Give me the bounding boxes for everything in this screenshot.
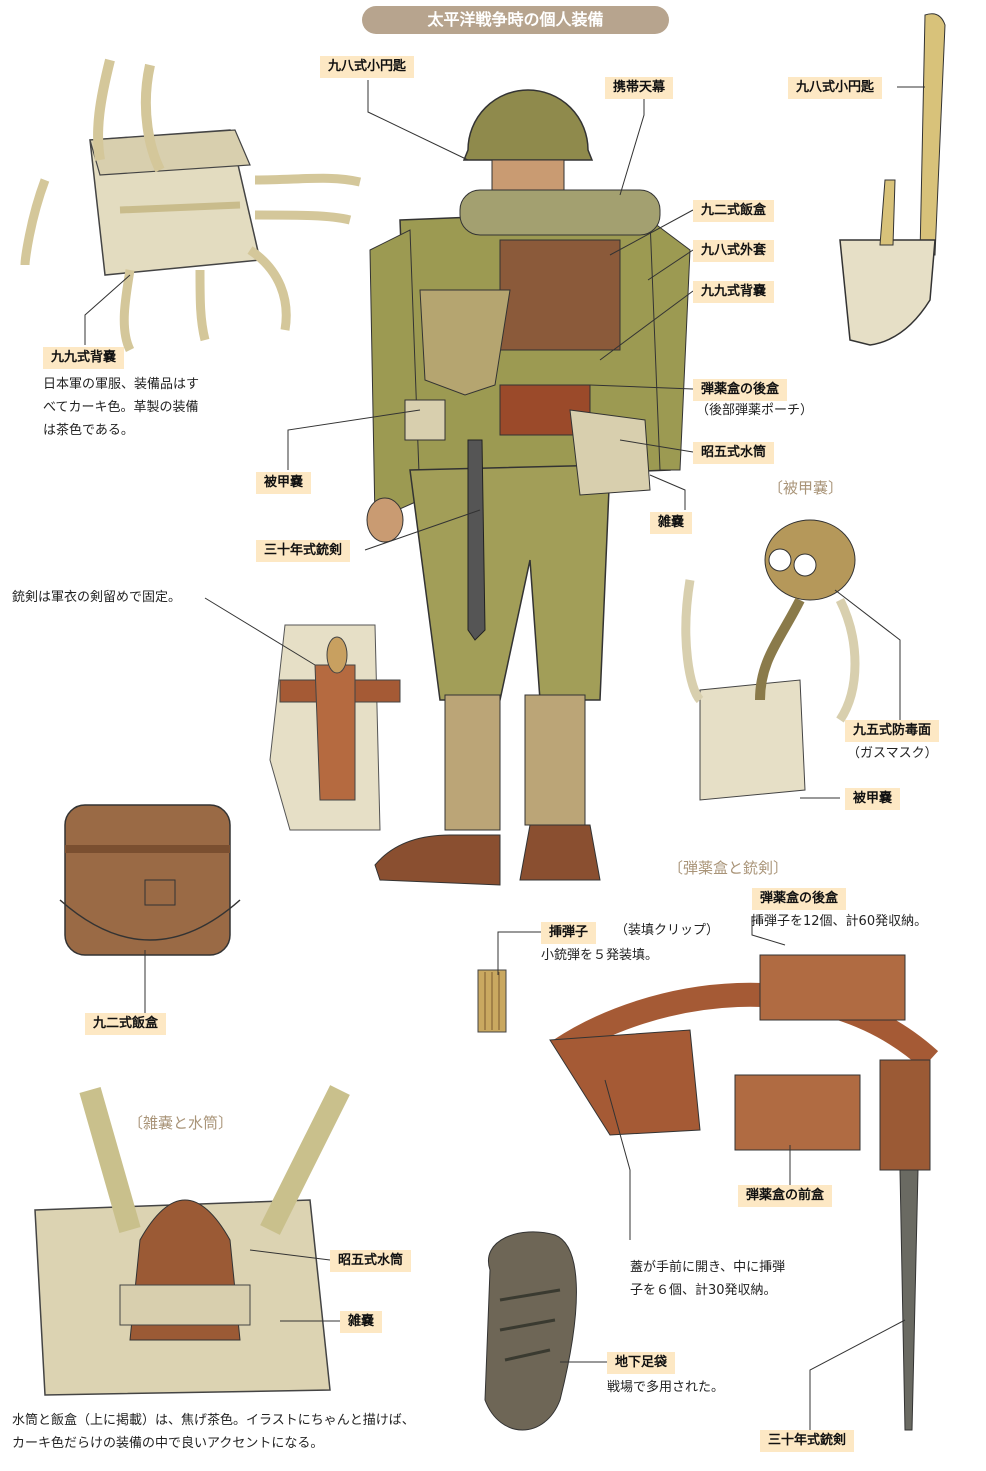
label-shovel-right: 九八式小円匙	[788, 77, 883, 99]
ammo-belt-illustration	[549, 954, 939, 1431]
label-rear-ammo-pouch: 弾薬盒の後盒	[693, 379, 788, 401]
note-front-ammo-line2: 子を６個、計30発収納。	[630, 1283, 777, 1298]
label-rear-ammo-sub: （後部弾薬ポーチ）	[696, 403, 814, 418]
haversack-illustration	[34, 1085, 350, 1396]
label-tabi: 地下足袋	[607, 1352, 676, 1374]
leader-lines	[84, 80, 925, 1430]
label-shovel-top: 九八式小円匙	[320, 56, 415, 78]
gasmask-illustration	[681, 519, 860, 801]
label-bayonet-top: 三十年式銃剣	[256, 540, 351, 562]
section-gas-bag: 〔被甲嚢〕	[768, 479, 844, 497]
label-mess-tin-top: 九二式飯盒	[693, 200, 775, 222]
tabi-illustration	[484, 1231, 577, 1431]
shovel-illustration	[839, 13, 946, 346]
label-clip-sub: （装填クリップ）	[615, 923, 720, 938]
bayonet-frog-illustration	[269, 624, 401, 831]
label-clip: 挿弾子	[541, 922, 597, 944]
label-backpack-center: 九九式背嚢	[693, 281, 775, 303]
section-ammo-bayonet: 〔弾薬盒と銃剣〕	[668, 859, 789, 877]
label-haversack-bottom: 雑嚢	[340, 1311, 383, 1333]
note-bottom-line1: 水筒と飯盒（上に掲載）は、焦げ茶色。イラストにちゃんと描けば、	[12, 1413, 415, 1428]
label-backpack-left: 九九式背嚢	[43, 347, 125, 369]
label-gas-bag-left: 被甲嚢	[256, 472, 312, 494]
mess-tin-illustration	[59, 804, 241, 956]
label-bayonet-bottom: 三十年式銃剣	[760, 1430, 855, 1452]
note-tabi: 戦場で多用された。	[607, 1380, 725, 1395]
clip-illustration	[477, 969, 507, 1033]
label-overcoat: 九八式外套	[693, 240, 775, 262]
label-front-ammo-pouch: 弾薬盒の前盒	[738, 1185, 833, 1207]
note-uniform-line2: べてカーキ色。革製の装備	[43, 400, 199, 415]
note-clip: 小銃弾を５発装填。	[541, 948, 659, 963]
soldier-illustration	[366, 89, 691, 886]
note-bottom-line2: カーキ色だらけの装備の中で良いアクセントになる。	[12, 1436, 324, 1451]
label-rear-ammo-pouch-2: 弾薬盒の後盒	[752, 888, 847, 910]
label-gas-mask: 九五式防毒面	[845, 720, 940, 742]
note-uniform-line3: は茶色である。	[43, 423, 134, 438]
note-front-ammo-line1: 蓋が手前に開き、中に挿弾	[630, 1260, 786, 1275]
label-shelter-half: 携帯天幕	[605, 77, 674, 99]
note-bayonet: 銃剣は軍衣の剣留めで固定。	[12, 590, 182, 605]
label-haversack-top: 雑嚢	[650, 512, 693, 534]
note-uniform-line1: 日本軍の軍服、装備品はす	[43, 377, 200, 392]
backpack-illustration	[20, 58, 362, 353]
label-canteen-bottom: 昭五式水筒	[330, 1250, 412, 1272]
label-gas-mask-sub: （ガスマスク）	[847, 746, 938, 761]
label-gas-bag-right: 被甲嚢	[845, 788, 901, 810]
label-mess-tin-bottom: 九二式飯盒	[85, 1013, 167, 1035]
page-title: 太平洋戦争時の個人装備	[362, 6, 669, 34]
label-canteen-top: 昭五式水筒	[693, 442, 775, 464]
note-rear-ammo: 挿弾子を12個、計60発収納。	[751, 914, 928, 929]
section-haversack-canteen: 〔雑嚢と水筒〕	[128, 1114, 234, 1132]
